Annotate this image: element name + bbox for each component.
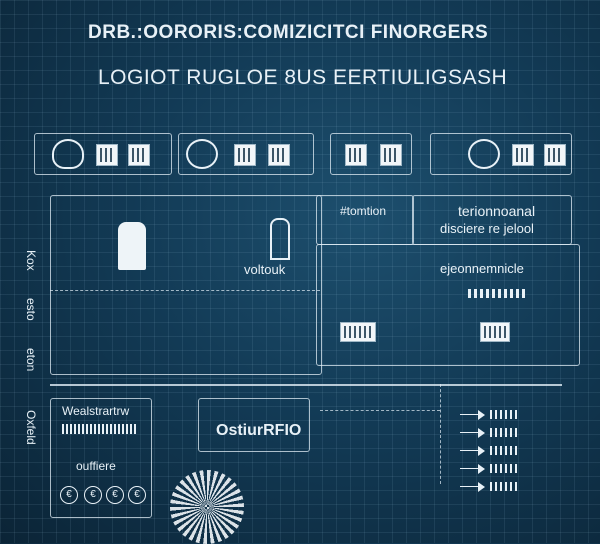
arrow-icon (460, 482, 520, 492)
server-rack-icon (128, 144, 150, 166)
server-rack-icon (268, 144, 290, 166)
server-rack-icon (345, 144, 367, 166)
gear-burst-icon (170, 470, 244, 544)
connector-bar-icon (468, 289, 528, 298)
server-rack-icon (480, 322, 510, 342)
top-box-2 (178, 133, 314, 175)
right-panel-top (316, 195, 414, 245)
coin-icon: € (60, 486, 78, 504)
server-rack-icon (544, 144, 566, 166)
network-cloud-icon (468, 139, 500, 169)
connector-line (320, 410, 440, 411)
bottom-left-panel (50, 398, 152, 518)
tr-subtitle: disciere re jelool (440, 221, 534, 236)
server-rack-icon (340, 322, 376, 342)
coin-icon: € (106, 486, 124, 504)
coin-icon: € (128, 486, 146, 504)
top-box-4 (430, 133, 572, 175)
page-title: DRB.:OORORIS:COMIZICITCI FINORGERS (88, 22, 489, 43)
mid-right-label: ejeonnemnicle (440, 261, 524, 276)
side-label: Kox (24, 250, 38, 271)
arrow-icon (460, 446, 520, 456)
arrow-icon (460, 428, 520, 438)
right-panel-mid (316, 244, 580, 366)
server-rack-icon (234, 144, 256, 166)
server-rack-icon (380, 144, 402, 166)
wash-label: Wealstrartrw (62, 404, 130, 418)
arrow-icon (460, 464, 520, 474)
server-rack-icon (96, 144, 118, 166)
tr-title: terionnoanal (458, 203, 536, 219)
side-label: eton (24, 348, 38, 372)
mid-left-label: #tomtion (340, 204, 387, 218)
side-label: Oxfeld (24, 410, 38, 445)
ocr-label: OstiurRFIO (216, 422, 302, 439)
uff-label: ouffiere (76, 459, 116, 473)
tower-icon (270, 218, 290, 260)
connector-line (440, 384, 441, 484)
robot-head-icon (52, 139, 84, 169)
bottom-center-panel (198, 398, 310, 452)
arrow-icon (460, 410, 520, 420)
connector-line (50, 384, 562, 386)
meter-bar (62, 424, 138, 434)
side-label: esto (24, 298, 38, 321)
hydrant-icon (118, 222, 146, 270)
server-rack-icon (512, 144, 534, 166)
top-box-1 (34, 133, 172, 175)
network-cloud-icon (186, 139, 218, 169)
top-box-3 (330, 133, 412, 175)
coin-icon: € (84, 486, 102, 504)
divider (50, 290, 320, 291)
main-panel (50, 195, 322, 375)
center-label: voltouk (244, 262, 286, 277)
page-subtitle: LOGIOT RUGLOE 8US EERTIULIGSASH (98, 66, 508, 89)
